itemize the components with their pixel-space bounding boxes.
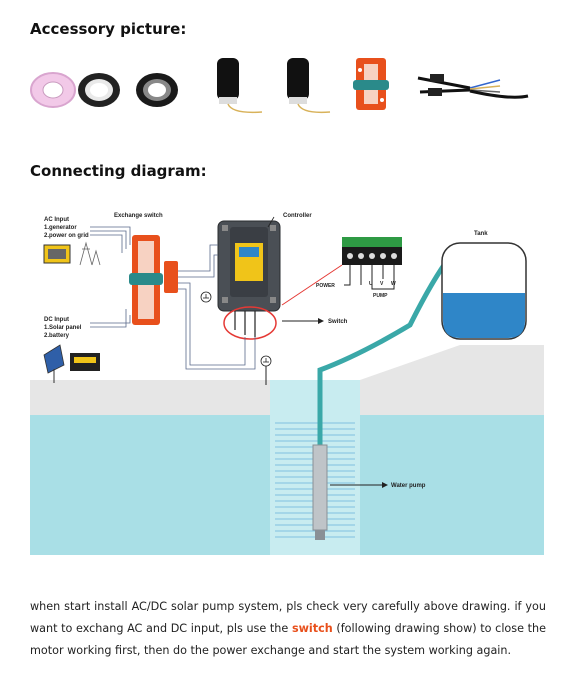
connecting-diagram: Water pump Tank Controller [30,213,544,555]
terminal-w-label: W [391,281,396,287]
controller-cables [234,311,256,337]
terminal-v-label: V [380,281,384,287]
solar-cable-icon [417,74,529,99]
exchange-switch-label: Exchange switch [114,213,163,219]
white-tape-icon [78,73,120,107]
capacitor-icon [287,58,331,114]
wiring-lines [90,226,256,370]
water-pump-icon [312,444,328,540]
terminal-leads [344,265,395,290]
dc-input-item-2: 2.battery [44,333,70,339]
water-pump-label: Water pump [391,483,426,489]
terminal-u-label: U [369,281,373,287]
dc-input-label: DC Input [44,317,69,323]
tank-icon [441,242,527,340]
exchange-switch-icon [129,235,178,325]
ac-input-item-2: 2.power on grid [44,233,89,239]
ac-input-label: AC Input [44,217,69,223]
generator-icon [43,244,71,264]
ptfe-tape-icon [30,72,76,108]
ground-symbol-icon [260,355,272,367]
black-tape-icon [136,73,178,107]
note-switch-highlight: switch [291,622,333,635]
power-label: POWER [316,283,335,289]
controller-label: Controller [283,213,312,219]
terminal-pointer [281,264,343,306]
ground-right [360,345,544,415]
switch-connector-icon [353,58,389,110]
note-text-part-2: (following drawing show) to close the mo… [30,622,546,657]
capacitor-icon [217,58,263,114]
switch-label: Switch [328,319,348,325]
tank-label: Tank [474,231,488,237]
accessory-heading: Accessory picture: [30,20,187,38]
solar-panel-icon [43,344,65,383]
ac-input-item-1: 1.generator [44,225,77,231]
note-text-part-1: when start install AC/DC solar pump syst… [30,600,546,635]
controller-icon [217,220,281,312]
cable-highlight-circle [223,306,277,340]
diagram-heading: Connecting diagram: [30,162,207,180]
accessory-row [30,58,529,114]
pump-terminal-label: PUMP [373,293,388,299]
ground-left [30,380,270,415]
power-pylon-icon [79,241,101,266]
ground-symbol-icon [200,291,212,303]
battery-icon [70,353,100,371]
installation-note: when start install AC/DC solar pump syst… [30,596,546,662]
terminal-block-icon [342,237,402,265]
dc-input-item-1: 1.Solar panel [44,325,82,331]
